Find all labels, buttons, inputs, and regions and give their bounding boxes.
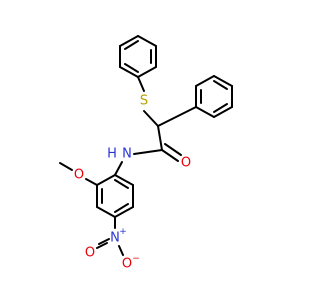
nitro-nitrogen-label: N [110, 231, 120, 246]
atom-amide-nh: H N [107, 147, 132, 162]
structure-svg: S O H N O N + O O − [59, 35, 233, 272]
atom-methoxy-oxygen: O [74, 168, 84, 183]
amide-hydrogen-label: H [107, 147, 117, 162]
backbone [114, 76, 197, 176]
substituents [59, 162, 124, 256]
carbonyl-oxygen-label: O [181, 156, 191, 171]
atom-carbonyl-oxygen: O [181, 156, 191, 171]
methoxy-oxygen-label: O [74, 168, 84, 183]
sulfur-label: S [140, 94, 148, 109]
amide-nitrogen-label: N [122, 147, 132, 162]
nitro-oxygen-left-label: O [85, 246, 95, 261]
molecule-diagram: S O H N O N + O O − [59, 35, 233, 272]
nitro-negative-charge: − [132, 254, 140, 264]
phenyl-ring-top [119, 35, 157, 78]
nitro-positive-charge: + [119, 227, 127, 237]
atom-nitro-nitrogen: N + [110, 227, 127, 246]
phenyl-ring-right [195, 75, 233, 118]
atom-sulfur: S [140, 94, 148, 109]
atom-nitro-oxygen-bottom: O − [122, 254, 140, 272]
nitro-oxygen-bottom-label: O [122, 257, 132, 272]
atom-nitro-oxygen-left: O [85, 246, 95, 261]
phenyl-ring-bottom [96, 174, 134, 218]
